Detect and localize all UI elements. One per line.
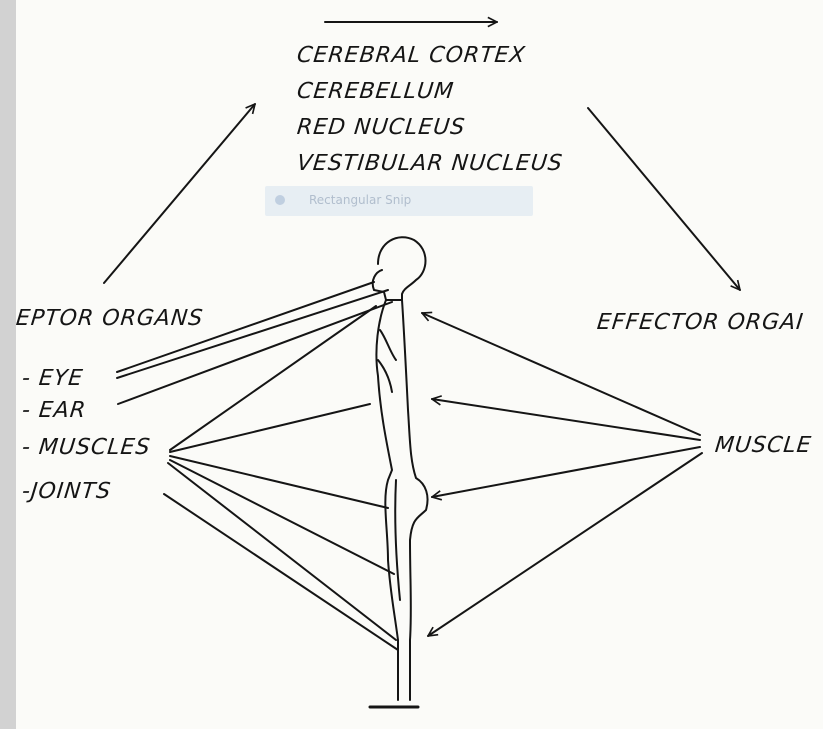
center-cerebral-cortex: CEREBRAL CORTEX — [295, 38, 565, 74]
eye-line-2 — [117, 290, 388, 378]
snip-icon — [275, 195, 285, 205]
muscles-line-5 — [168, 463, 396, 640]
effector-organs-heading: EFFECTOR ORGAI — [596, 310, 805, 335]
receptor-to-brain-arrow — [104, 104, 255, 283]
receptor-organs-heading: EPTOR ORGANS — [16, 306, 205, 331]
receptor-item-muscles: - MUSCLES — [21, 435, 152, 460]
brain-centers-list: CEREBRAL CORTEX CEREBELLUM RED NUCLEUS V… — [297, 38, 563, 182]
brain-to-effector-arrow — [588, 108, 740, 290]
receptor-item-ear: - EAR — [21, 398, 88, 423]
center-cerebellum: CEREBELLUM — [295, 74, 565, 110]
receptor-item-joints: -JOINTS — [21, 479, 113, 504]
center-red-nucleus: RED NUCLEUS — [295, 110, 565, 146]
center-vestibular-nucleus: VESTIBULAR NUCLEUS — [295, 146, 565, 182]
effector-item-muscle: MUSCLE — [714, 433, 813, 458]
effector-arrow-4 — [428, 453, 702, 636]
effector-arrow-2 — [432, 399, 700, 440]
receptor-item-eye: - EYE — [21, 366, 85, 391]
snip-tooltip-ghost: Rectangular Snip — [265, 186, 533, 216]
diagram-sheet: CEREBRAL CORTEX CEREBELLUM RED NUCLEUS V… — [16, 0, 823, 729]
effector-arrow-3 — [432, 447, 700, 497]
muscles-line-3 — [170, 456, 388, 508]
snip-tooltip-label: Rectangular Snip — [309, 193, 411, 207]
muscles-line-4 — [170, 460, 394, 574]
